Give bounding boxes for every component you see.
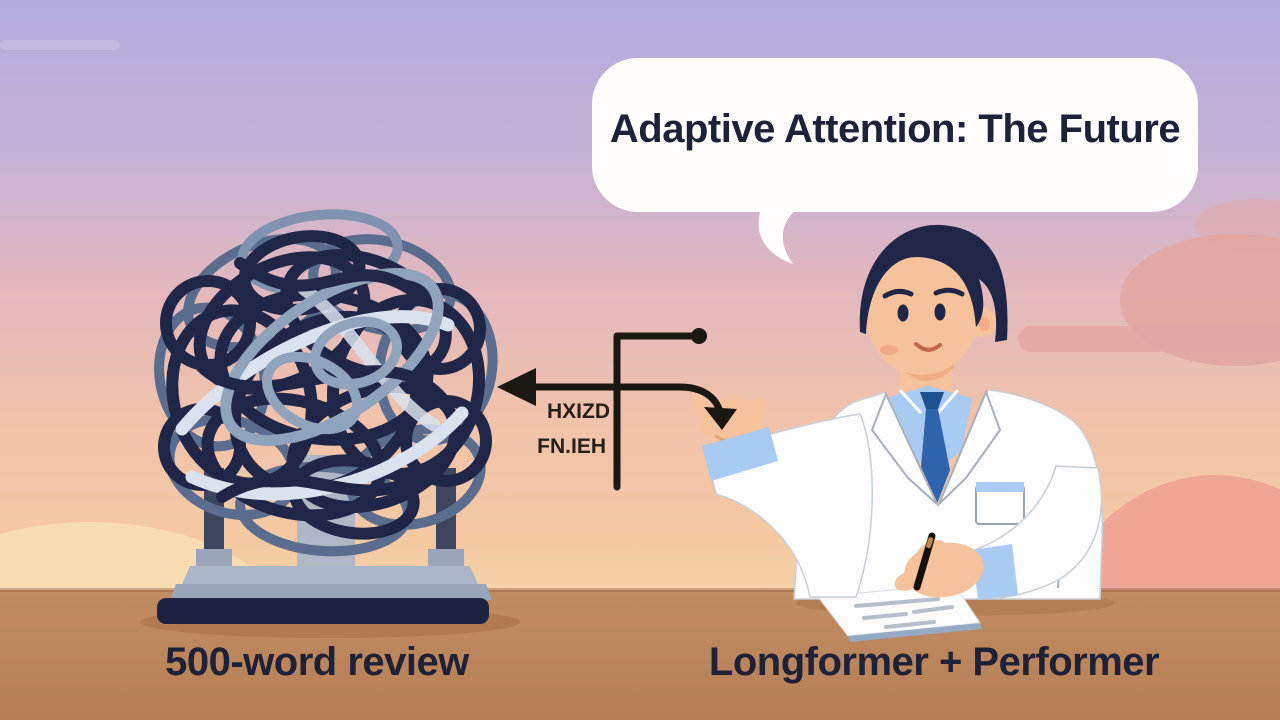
eyes [897,303,946,322]
speech-bubble-tail [758,209,797,264]
hair [859,224,1008,342]
arrowhead-down [704,407,737,430]
arrow-main-line [508,383,724,416]
paper-lines [854,597,954,629]
arrowhead-left [497,368,536,406]
attention-flow-arrow [497,328,737,491]
eyebrows [882,287,965,299]
coat-pocket [975,482,1025,525]
collar [898,388,960,415]
tangled-wires-sculpture [154,209,498,557]
left-cuff [702,427,778,481]
smile [914,342,942,352]
cloud-right-pink [1018,199,1280,366]
pen-icon [913,532,936,591]
cheek-blush [880,345,898,355]
arrow-label-1: HXIZD [547,400,610,423]
speech-bubble: Adaptive Attention: The Future [592,58,1198,212]
caption-500-word-review: 500-word review [165,640,469,684]
tie [920,392,950,504]
right-cuff [972,544,1018,600]
speech-bubble-text: Adaptive Attention: The Future [609,106,1181,151]
face [865,249,979,375]
arrow-elbow-line [613,332,703,491]
coat-lapels [870,389,1002,505]
arrow-label-2: FN.IEH [537,435,606,458]
scientist-illustration [691,224,1103,642]
sky-streak [0,40,120,50]
caption-longformer-performer: Longformer + Performer [708,640,1160,684]
